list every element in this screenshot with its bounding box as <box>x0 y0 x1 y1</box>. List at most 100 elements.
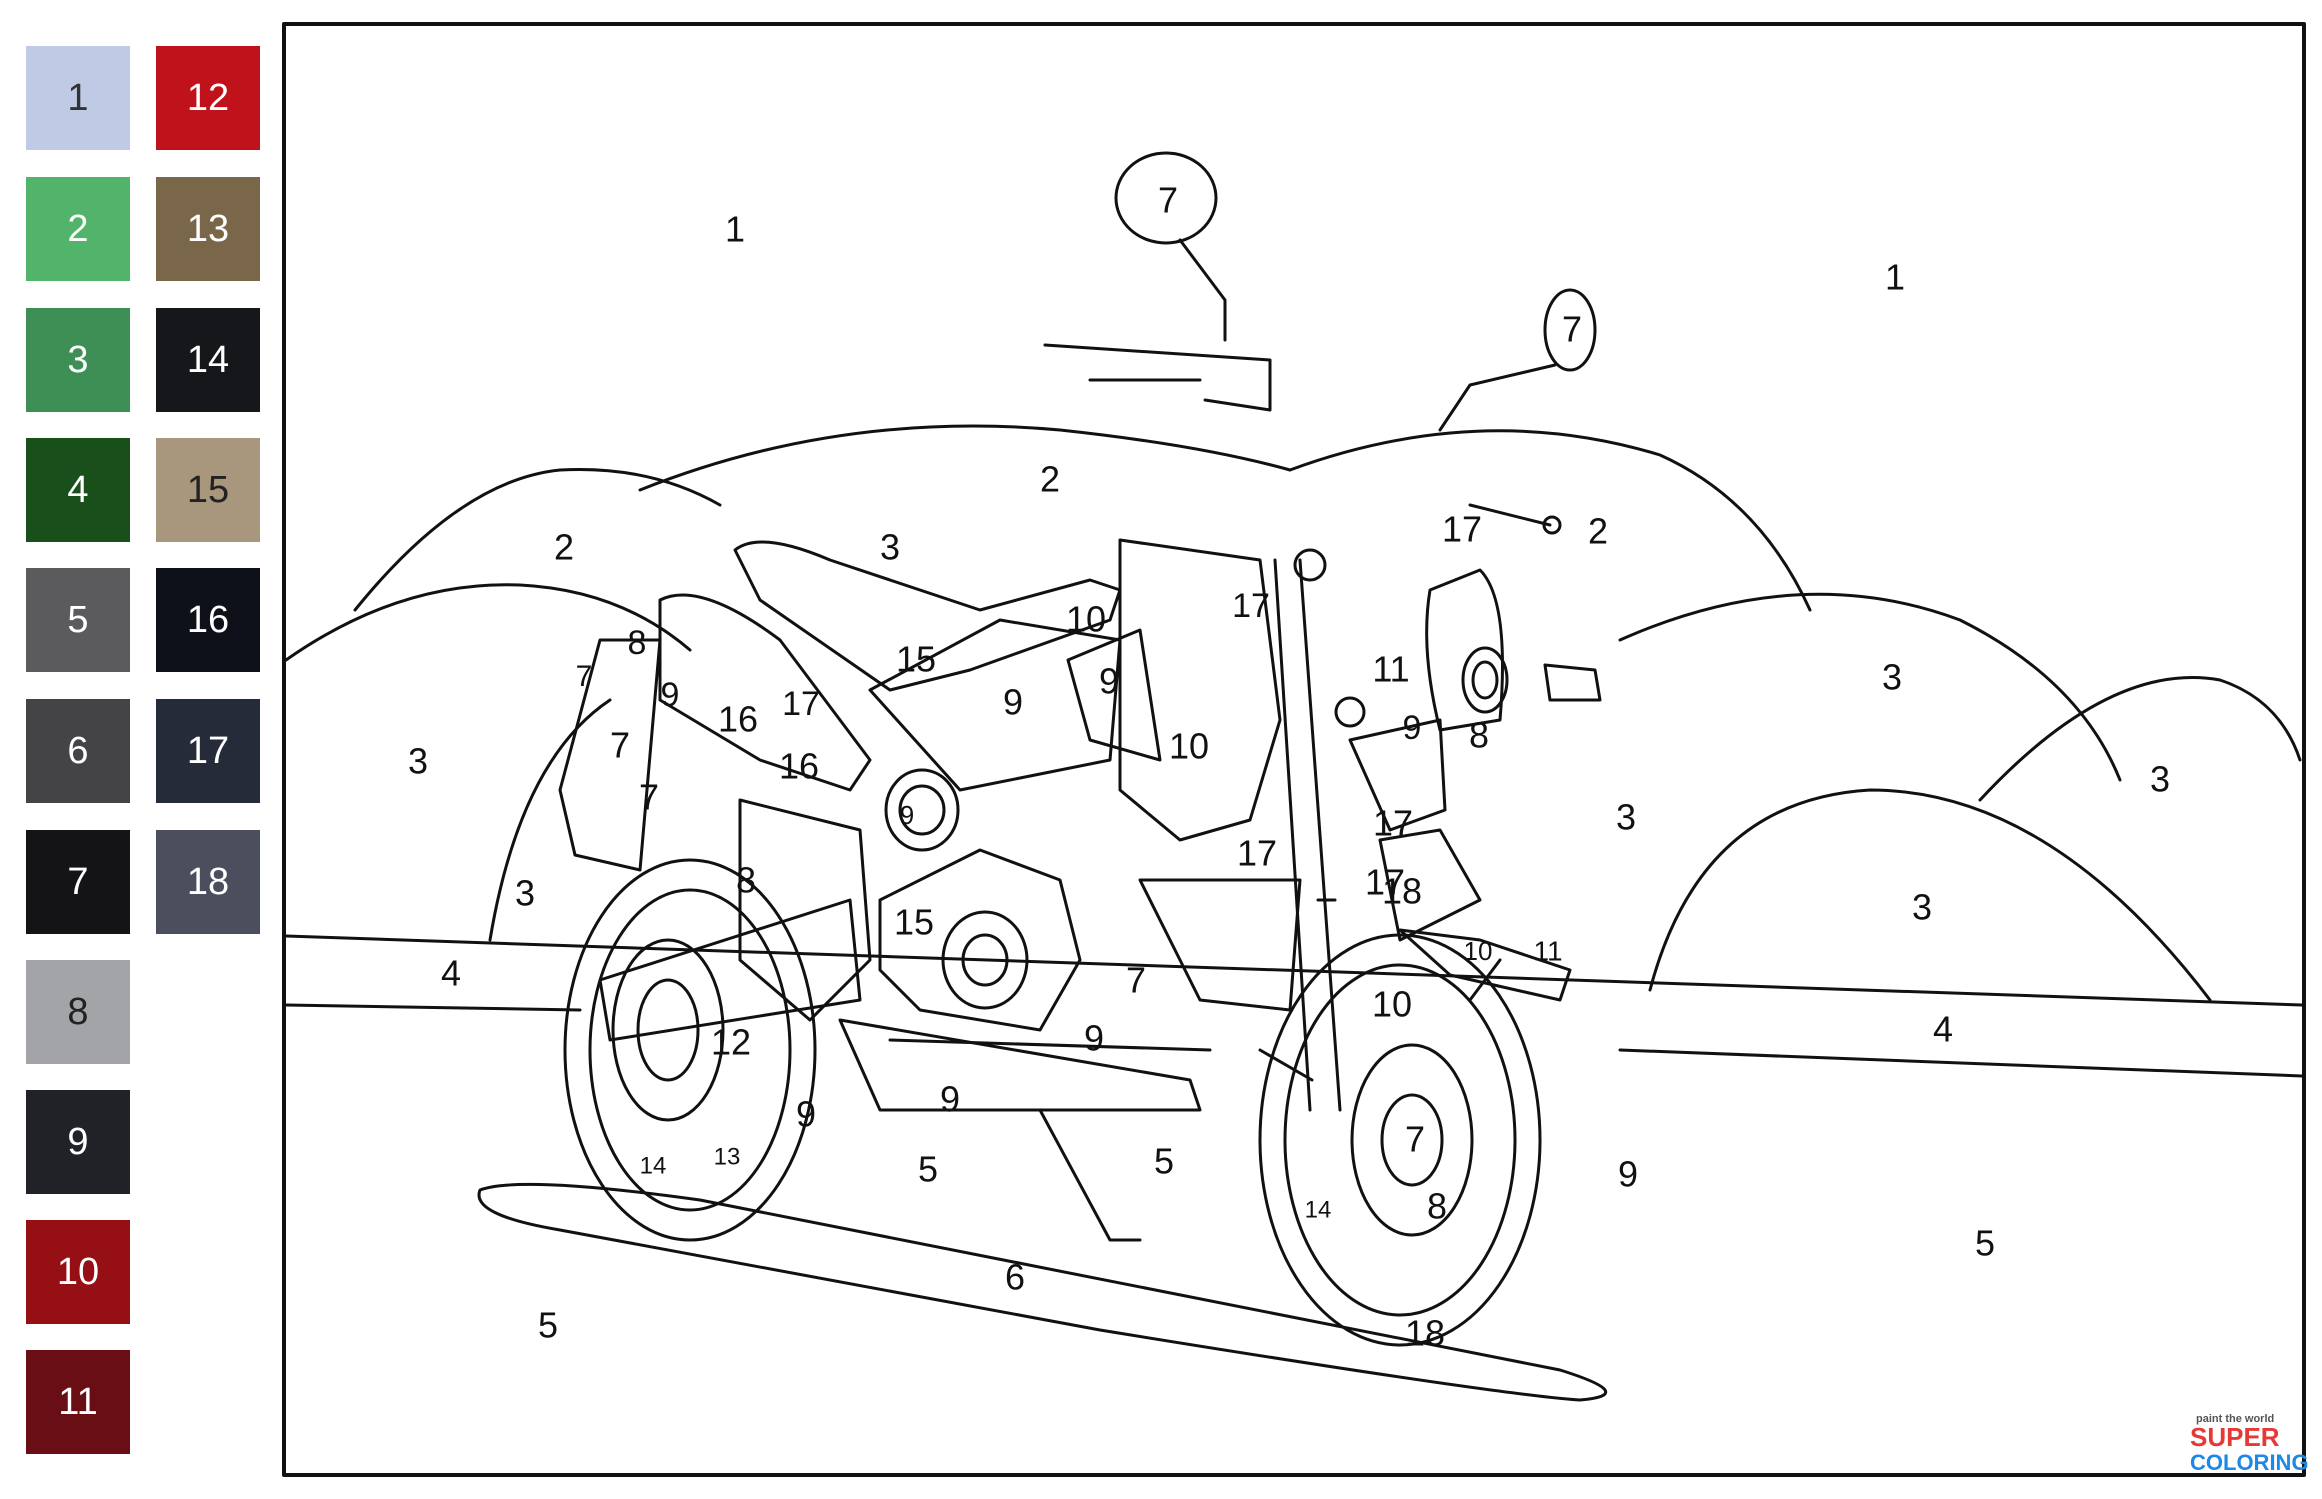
region-label[interactable]: 16 <box>779 746 819 787</box>
region-label[interactable]: 7 <box>610 725 630 766</box>
region-label[interactable]: 3 <box>880 527 900 568</box>
region-label[interactable]: 7 <box>1158 180 1178 221</box>
region-label[interactable]: 3 <box>1616 797 1636 838</box>
region-label[interactable]: 5 <box>1975 1223 1995 1264</box>
region-label[interactable]: 15 <box>896 639 936 680</box>
region-label[interactable]: 4 <box>1933 1009 1953 1050</box>
region-label[interactable]: 3 <box>2150 759 2170 800</box>
region-label[interactable]: 16 <box>718 699 758 740</box>
region-label[interactable]: 9 <box>940 1079 960 1120</box>
region-label[interactable]: 11 <box>1533 935 1562 966</box>
front-wheel <box>1258 933 1542 1347</box>
region-label[interactable]: 8 <box>1427 1186 1447 1227</box>
region-label[interactable]: 14 <box>640 1152 667 1179</box>
region-label[interactable]: 3 <box>515 873 535 914</box>
swatch-5[interactable]: 5 <box>26 568 130 672</box>
swatch-number: 10 <box>56 1250 100 1293</box>
swatch-2[interactable]: 2 <box>26 177 130 281</box>
region-label[interactable]: 3 <box>1912 887 1932 928</box>
swatch-number: 17 <box>186 729 230 772</box>
swatch-14[interactable]: 14 <box>156 308 260 412</box>
swatch-7[interactable]: 7 <box>26 830 130 934</box>
region-label[interactable]: 9 <box>796 1094 816 1135</box>
swatch-number: 2 <box>67 207 89 250</box>
swatch-18[interactable]: 18 <box>156 830 260 934</box>
region-label[interactable]: 9 <box>661 676 680 714</box>
region-label[interactable]: 12 <box>711 1022 751 1063</box>
region-label[interactable]: 10 <box>1169 726 1209 767</box>
swatch-number: 4 <box>67 468 89 511</box>
region-label[interactable]: 17 <box>1365 862 1405 903</box>
region-label[interactable]: 2 <box>1588 511 1608 552</box>
region-label[interactable]: 10 <box>1372 984 1412 1025</box>
region-label[interactable]: 17 <box>1442 509 1482 550</box>
region-label[interactable]: 15 <box>894 902 934 943</box>
swatch-number: 16 <box>186 598 230 641</box>
swatch-16[interactable]: 16 <box>156 568 260 672</box>
swatch-13[interactable]: 13 <box>156 177 260 281</box>
swatch-number: 3 <box>67 338 89 381</box>
region-label[interactable]: 17 <box>1232 587 1270 625</box>
region-label[interactable]: 18 <box>1405 1313 1445 1354</box>
region-label[interactable]: 2 <box>1040 459 1060 500</box>
swatch-number: 11 <box>58 1380 98 1423</box>
swatch-3[interactable]: 3 <box>26 308 130 412</box>
region-label[interactable]: 11 <box>1372 649 1409 690</box>
region-label[interactable]: 7 <box>576 660 593 693</box>
region-label[interactable]: 17 <box>782 685 820 723</box>
region-label[interactable]: 9 <box>1003 682 1023 723</box>
hills <box>284 424 2302 1002</box>
region-label[interactable]: 10 <box>1464 936 1493 966</box>
region-label[interactable]: 6 <box>1005 1257 1025 1298</box>
region-label[interactable]: 5 <box>1154 1141 1174 1182</box>
swatch-number: 6 <box>67 729 89 772</box>
region-label[interactable]: 7 <box>1562 309 1582 350</box>
region-label[interactable]: 2 <box>554 527 574 568</box>
swatch-6[interactable]: 6 <box>26 699 130 803</box>
watermark-tagline: paint the world <box>2196 1413 2274 1425</box>
region-label[interactable]: 9 <box>1084 1018 1104 1059</box>
swatch-11[interactable]: 11 <box>26 1350 130 1454</box>
swatch-8[interactable]: 8 <box>26 960 130 1064</box>
region-label[interactable]: 1 <box>1885 257 1905 298</box>
region-label[interactable]: 3 <box>1882 657 1902 698</box>
swatch-number: 8 <box>67 990 89 1033</box>
region-label[interactable]: 7 <box>1405 1119 1425 1160</box>
region-label[interactable]: 10 <box>1066 599 1106 640</box>
headlight <box>1425 568 1602 732</box>
region-label[interactable]: 5 <box>538 1305 558 1346</box>
region-label[interactable]: 4 <box>441 953 461 994</box>
swatch-number: 9 <box>67 1120 89 1163</box>
region-label[interactable]: 3 <box>408 741 428 782</box>
swatch-9[interactable]: 9 <box>26 1090 130 1194</box>
region-label[interactable]: 1 <box>725 209 745 250</box>
swatch-4[interactable]: 4 <box>26 438 130 542</box>
region-label[interactable]: 7 <box>639 777 659 818</box>
picture-frame <box>282 22 2306 1477</box>
swatch-number: 18 <box>186 860 230 903</box>
swatch-number: 5 <box>67 598 89 641</box>
motorcycle-body <box>558 538 1572 1242</box>
region-label[interactable]: 9 <box>1099 661 1119 702</box>
swatch-15[interactable]: 15 <box>156 438 260 542</box>
region-label[interactable]: 17 <box>1373 803 1413 844</box>
region-label[interactable]: 8 <box>736 860 756 901</box>
region-label[interactable]: 8 <box>1469 715 1489 756</box>
swatch-number: 1 <box>67 76 89 119</box>
region-label[interactable]: 8 <box>628 624 647 662</box>
swatch-17[interactable]: 17 <box>156 699 260 803</box>
region-label[interactable]: 14 <box>1305 1196 1332 1223</box>
region-label[interactable]: 17 <box>1237 833 1277 874</box>
region-label[interactable]: 9 <box>1618 1154 1638 1195</box>
swatch-10[interactable]: 10 <box>26 1220 130 1324</box>
region-label[interactable]: 13 <box>714 1143 741 1170</box>
region-label[interactable]: 5 <box>918 1149 938 1190</box>
region-label[interactable]: 9 <box>1403 709 1422 747</box>
region-label[interactable]: 18 <box>1382 871 1422 912</box>
swatch-12[interactable]: 12 <box>156 46 260 150</box>
region-label[interactable]: 7 <box>1126 960 1146 1001</box>
swatch-1[interactable]: 1 <box>26 46 130 150</box>
region-label[interactable]: 9 <box>900 800 914 830</box>
